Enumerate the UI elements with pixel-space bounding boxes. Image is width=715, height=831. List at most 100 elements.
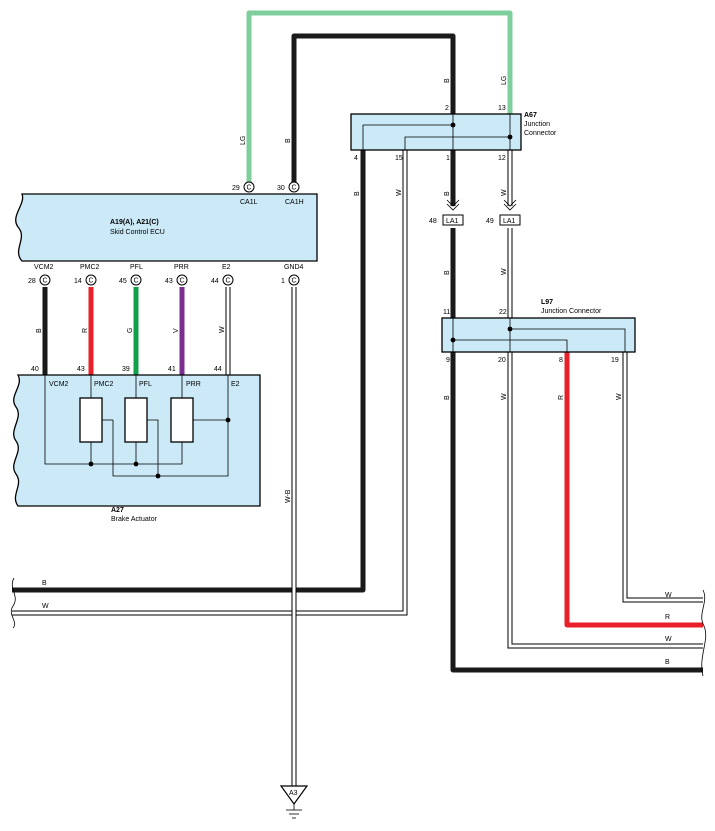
ecu-pin-43-conn: C: [180, 278, 185, 285]
ecu-pin-45-num: 45: [119, 278, 127, 285]
bus-right-w1-label: W: [665, 592, 672, 599]
ecu-id-label: A19(A), A21(C): [110, 219, 159, 226]
ecu-pin-pfl-name: PFL: [130, 264, 143, 271]
ground-a3-label: A3: [289, 790, 298, 797]
l97-pin-22: 22: [499, 309, 507, 316]
la1-label-48: LA1: [446, 218, 459, 225]
wire-label-r-l97-8: R: [558, 395, 565, 400]
bus-left-b-label: B: [42, 580, 47, 587]
ecu-pin-30-conn: C: [292, 185, 297, 192]
bus-right-break-marker: [701, 589, 707, 677]
wire-b-a67-4: [12, 150, 366, 593]
wire-b-l97-9: [450, 352, 703, 673]
actuator-pin-40-num: 40: [31, 366, 39, 373]
wire-label-w-l97-20: W: [501, 393, 508, 400]
ecu-pin-30-name: CA1H: [285, 199, 304, 206]
l97-desc-label: Junction Connector: [541, 308, 602, 315]
actuator-pin-39-num: 39: [122, 366, 130, 373]
a67-pin-12: 12: [498, 155, 506, 162]
actuator-pin-vcm2-name: VCM2: [49, 381, 69, 388]
ecu-pin-14-num: 14: [74, 278, 82, 285]
wire-label-lg-a67-13: LG: [501, 76, 508, 85]
brake-actuator: VCM2 PMC2 PFL PRR E2: [13, 374, 261, 507]
a67-pin-2: 2: [445, 105, 449, 112]
a67-desc-line2: Connector: [524, 130, 557, 137]
actuator-pin-41-num: 41: [168, 366, 176, 373]
wire-label-w-e2: W: [219, 326, 226, 333]
ecu-pin-29-name: CA1L: [240, 199, 258, 206]
wire-b-ca1h: [291, 33, 456, 182]
l97-pin-20: 20: [498, 357, 506, 364]
wire-w-l97-19: [623, 352, 703, 602]
a67-junction-connector: [350, 113, 522, 151]
ecu-bottom-connectors: 28 C 14 C 45 C 43 C 44 C 1 C: [28, 274, 300, 286]
actuator-pin-pmc2-name: PMC2: [94, 381, 114, 388]
l97-pin-19: 19: [611, 357, 619, 364]
actuator-pin-44-num: 44: [214, 366, 222, 373]
wire-label-b-vcm2: B: [36, 328, 43, 333]
actuator-desc-label: Brake Actuator: [111, 516, 158, 523]
wire-label-r-pmc2: R: [82, 328, 89, 333]
wire-w-l97-19-outline: [622, 352, 703, 603]
la1-connector-48: [442, 199, 464, 226]
actuator-pin-pfl-name: PFL: [139, 381, 152, 388]
ecu-pin-prr-name: PRR: [174, 264, 189, 271]
bus-left-w-label: W: [42, 603, 49, 610]
bus-right-b-label: B: [665, 659, 670, 666]
ecu-pin-44-num: 44: [211, 278, 219, 285]
ecu-pin-14-conn: C: [89, 278, 94, 285]
wire-label-b-l97-9: B: [444, 395, 451, 400]
a67-pin-15: 15: [395, 155, 403, 162]
ecu-pin-gnd4-name: GND4: [284, 264, 304, 271]
wire-label-w-la1-49: W: [501, 268, 508, 275]
bus-right-w2-label: W: [665, 636, 672, 643]
ecu-pin-28-conn: C: [43, 278, 48, 285]
wire-w-a67-15: [12, 150, 407, 615]
ecu-pin-vcm2-name: VCM2: [34, 264, 54, 271]
wire-label-b-a67-1: B: [444, 191, 451, 196]
a67-pin-4: 4: [354, 155, 358, 162]
ecu-pin-e2-name: E2: [222, 264, 231, 271]
ecu-pin-1-conn: C: [292, 278, 297, 285]
ecu-pin-29-num: 29: [232, 185, 240, 192]
a67-pin-13: 13: [498, 105, 506, 112]
a67-pin-1: 1: [446, 155, 450, 162]
ecu-pin-30-num: 30: [277, 185, 285, 192]
la1-label-49: LA1: [503, 218, 516, 225]
wire-label-b-la1-48: B: [444, 270, 451, 275]
l97-pin-9: 9: [446, 357, 450, 364]
wire-label-g-pfl: G: [127, 328, 134, 333]
ecu-desc-label: Skid Control ECU: [110, 229, 165, 236]
ecu-pin-1-num: 1: [281, 278, 285, 285]
ground-a3-symbol: [279, 785, 309, 819]
actuator-id-label: A27: [111, 507, 124, 514]
ecu-pin-45-conn: C: [134, 278, 139, 285]
l97-pin-11: 11: [443, 309, 450, 316]
wire-label-lg-ca1l: LG: [240, 136, 247, 145]
ecu-pin-29-conn: C: [247, 185, 252, 192]
actuator-pin-e2-name: E2: [231, 381, 240, 388]
l97-junction-connector: [441, 317, 636, 353]
l97-pin-8: 8: [559, 357, 563, 364]
ecu-top-connectors: 29 C 30 C: [232, 181, 300, 193]
ecu-pin-pmc2-name: PMC2: [80, 264, 100, 271]
a67-id-label: A67: [524, 112, 537, 119]
la1-pin-49: 49: [486, 218, 494, 225]
l97-id-label: L97: [541, 299, 553, 306]
wire-label-w-a67-12: W: [501, 189, 508, 196]
ecu-pin-28-num: 28: [28, 278, 36, 285]
la1-pin-48: 48: [429, 218, 437, 225]
ecu-pin-44-conn: C: [226, 278, 231, 285]
bus-left-break-marker: [10, 577, 16, 629]
ecu-pin-43-num: 43: [165, 278, 173, 285]
actuator-pin-prr-name: PRR: [186, 381, 201, 388]
wire-label-b-a67-2: B: [444, 78, 451, 83]
wire-label-b-ca1h: B: [285, 138, 292, 143]
skid-control-ecu: A19(A), A21(C) Skid Control ECU CA1L CA1…: [15, 193, 318, 271]
wire-label-v-prr: V: [173, 328, 180, 333]
actuator-pin-43-num: 43: [77, 366, 85, 373]
wire-label-b-a67-4: B: [354, 191, 361, 196]
actuator-internal-circuit: [44, 375, 231, 479]
a67-desc-line1: Junction: [524, 121, 550, 128]
